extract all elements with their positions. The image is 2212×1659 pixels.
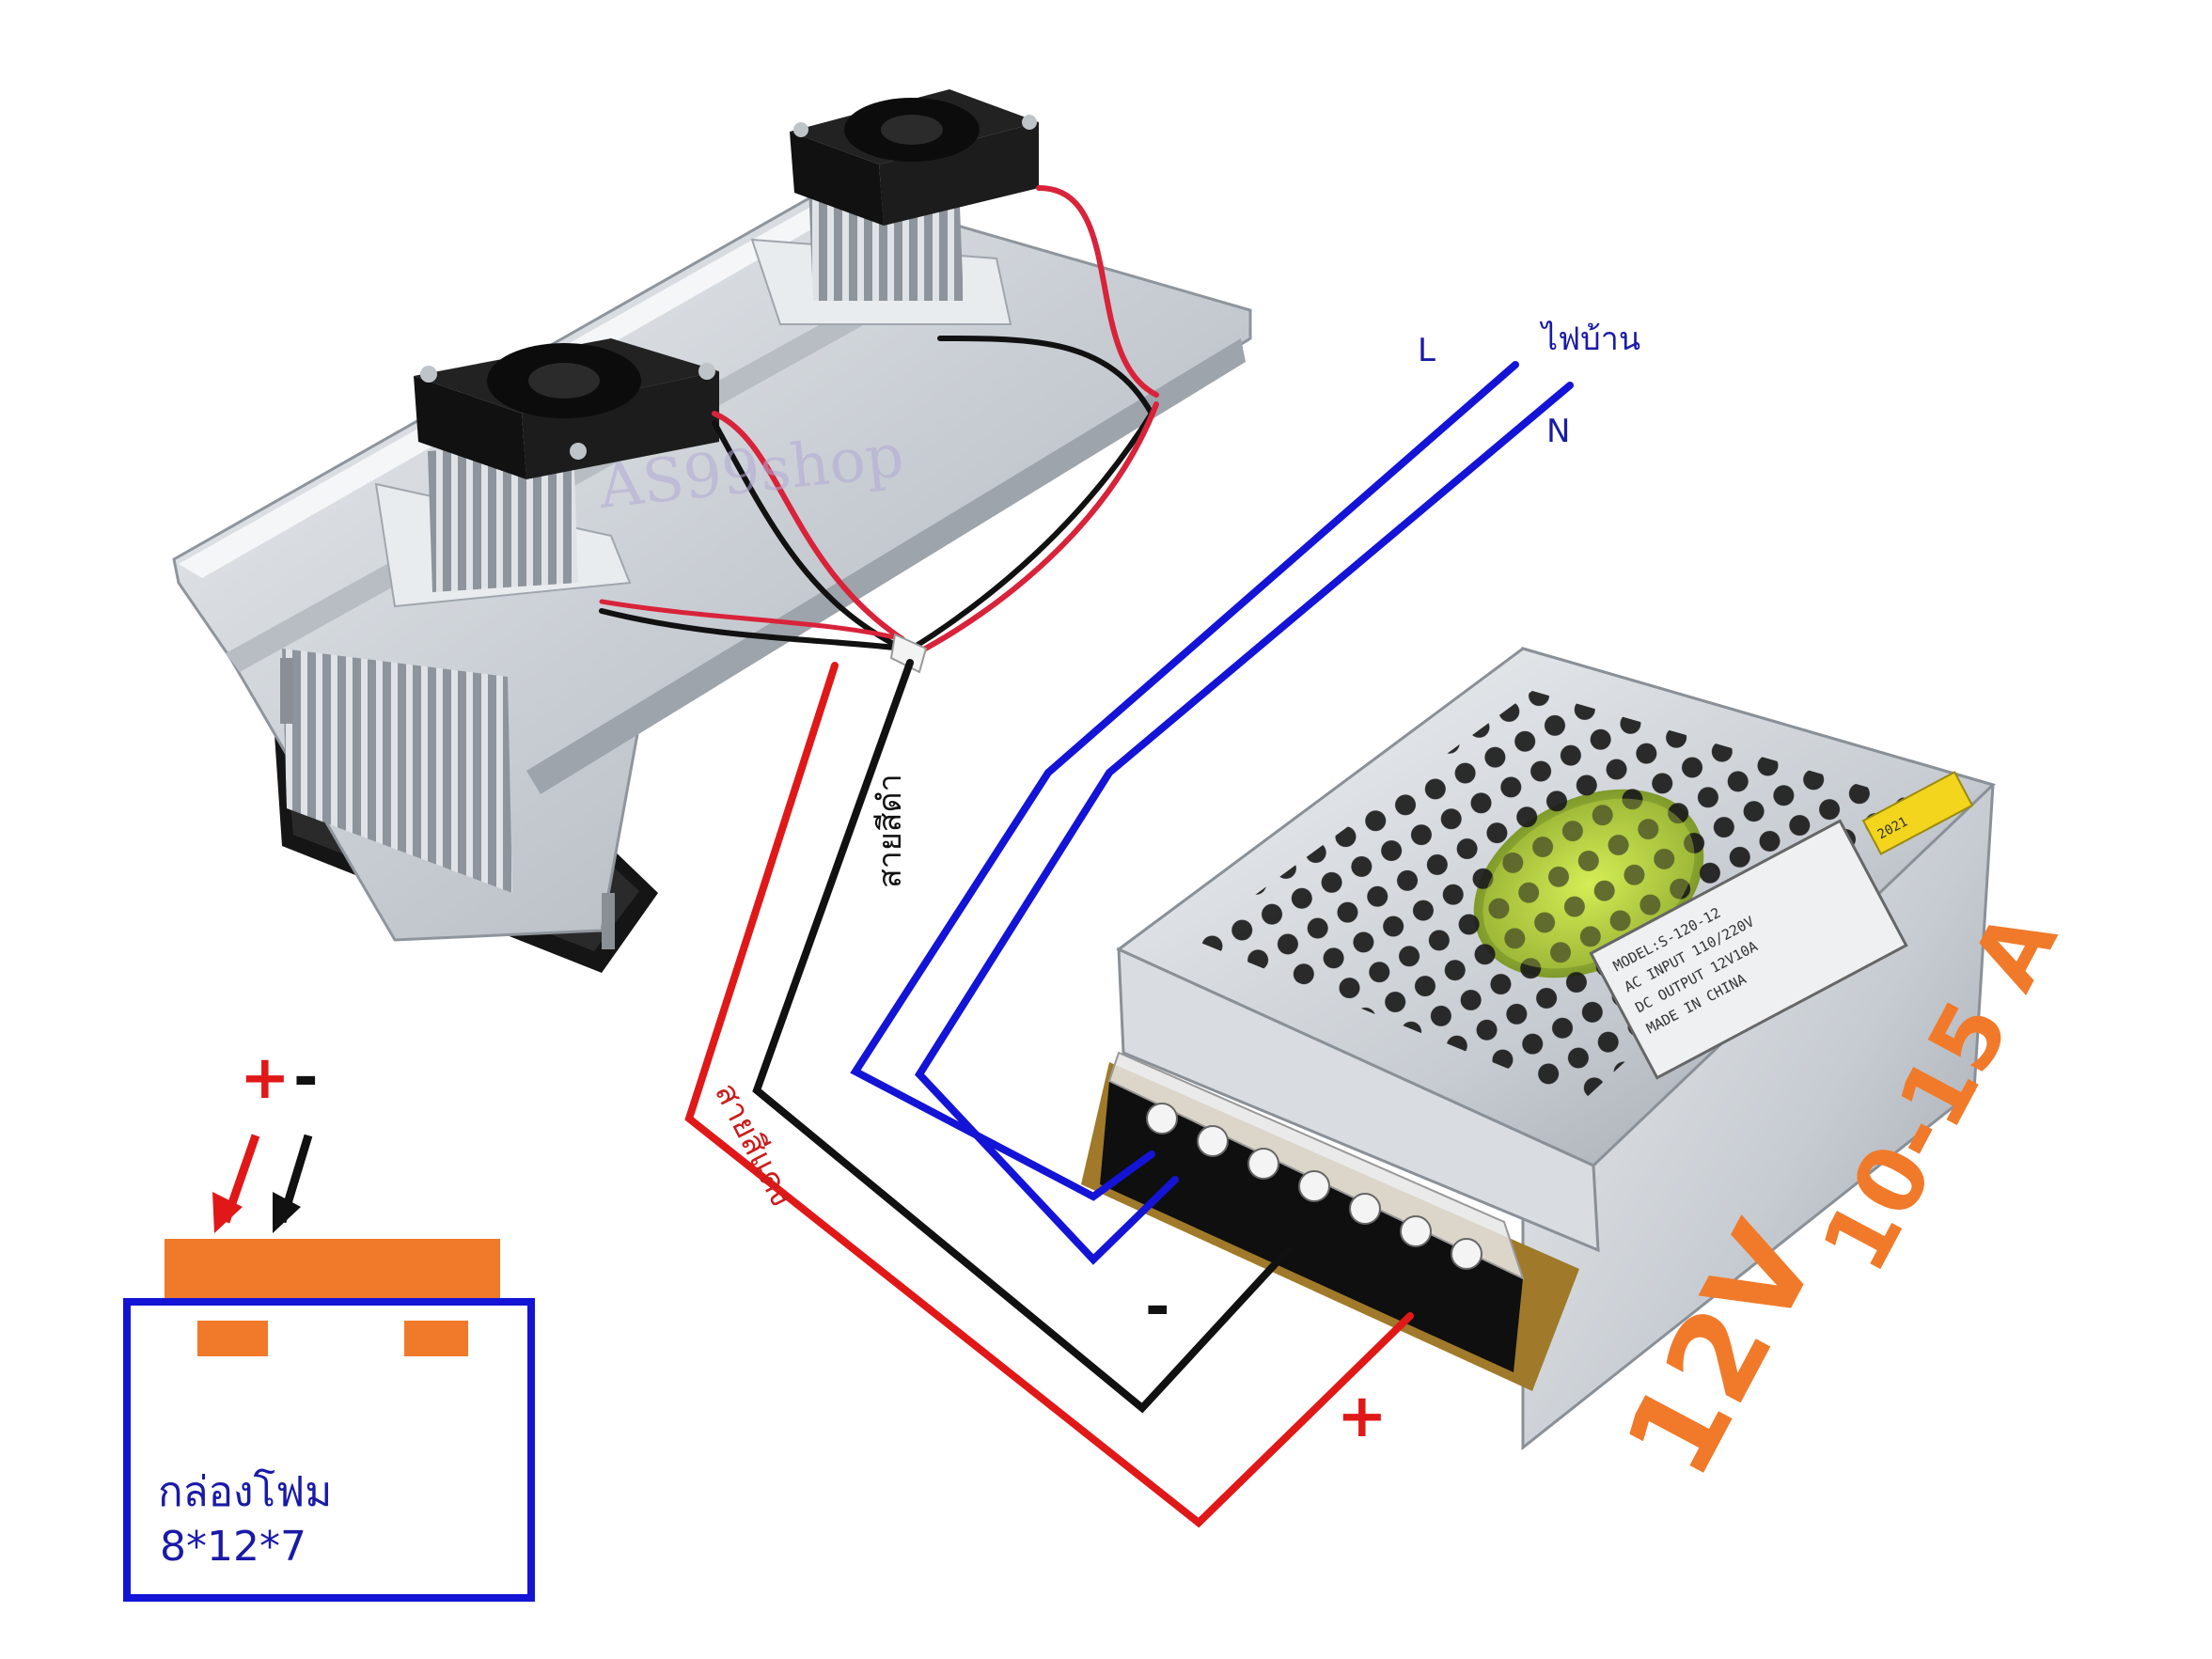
terminal-block bbox=[1100, 1051, 1525, 1372]
plus-arrow bbox=[212, 1192, 243, 1233]
minus-arrow bbox=[273, 1192, 301, 1233]
peltier-leg-right bbox=[404, 1321, 468, 1356]
power-supply: MODEL:S-120-12 AC INPUT 110/220V DC OUTP… bbox=[1081, 647, 1996, 1451]
foam-box-size: 8*12*7 bbox=[160, 1523, 306, 1571]
peltier-cooler-assembly: AS99shop bbox=[172, 89, 1252, 973]
peltier-leg-left bbox=[197, 1321, 268, 1356]
foam-box-inset: + - กล่องโฟม 8*12*7 bbox=[123, 1043, 535, 1602]
wires bbox=[684, 361, 1574, 1528]
red-wire bbox=[684, 662, 1414, 1528]
fan-leads bbox=[599, 185, 1159, 656]
live-wire bbox=[850, 361, 1519, 1201]
mains-label: ไฟบ้าน bbox=[1539, 321, 1640, 358]
plus-terminal-label: + bbox=[1337, 1382, 1388, 1451]
neutral-label: N bbox=[1546, 413, 1570, 450]
peltier-plate bbox=[165, 1239, 500, 1300]
qc-sticker: 2021 bbox=[1861, 771, 1974, 855]
box-minus-label: - bbox=[293, 1043, 319, 1113]
heatsink bbox=[172, 186, 1252, 942]
neutral-wire bbox=[914, 382, 1574, 1265]
small-fan-back bbox=[790, 89, 1039, 301]
foam-box-label: กล่องโฟม bbox=[158, 1468, 332, 1516]
minus-terminal-label: - bbox=[1145, 1273, 1170, 1342]
foam-box-outline bbox=[123, 1298, 535, 1602]
box-plus-label: + bbox=[240, 1043, 290, 1113]
rating-plate: MODEL:S-120-12 AC INPUT 110/220V DC OUTP… bbox=[1589, 819, 1908, 1080]
small-fan-front bbox=[414, 338, 719, 592]
black-wire-label: สายสีดำ bbox=[871, 774, 909, 888]
live-label: L bbox=[1418, 332, 1435, 369]
black-wire bbox=[752, 659, 1292, 1414]
